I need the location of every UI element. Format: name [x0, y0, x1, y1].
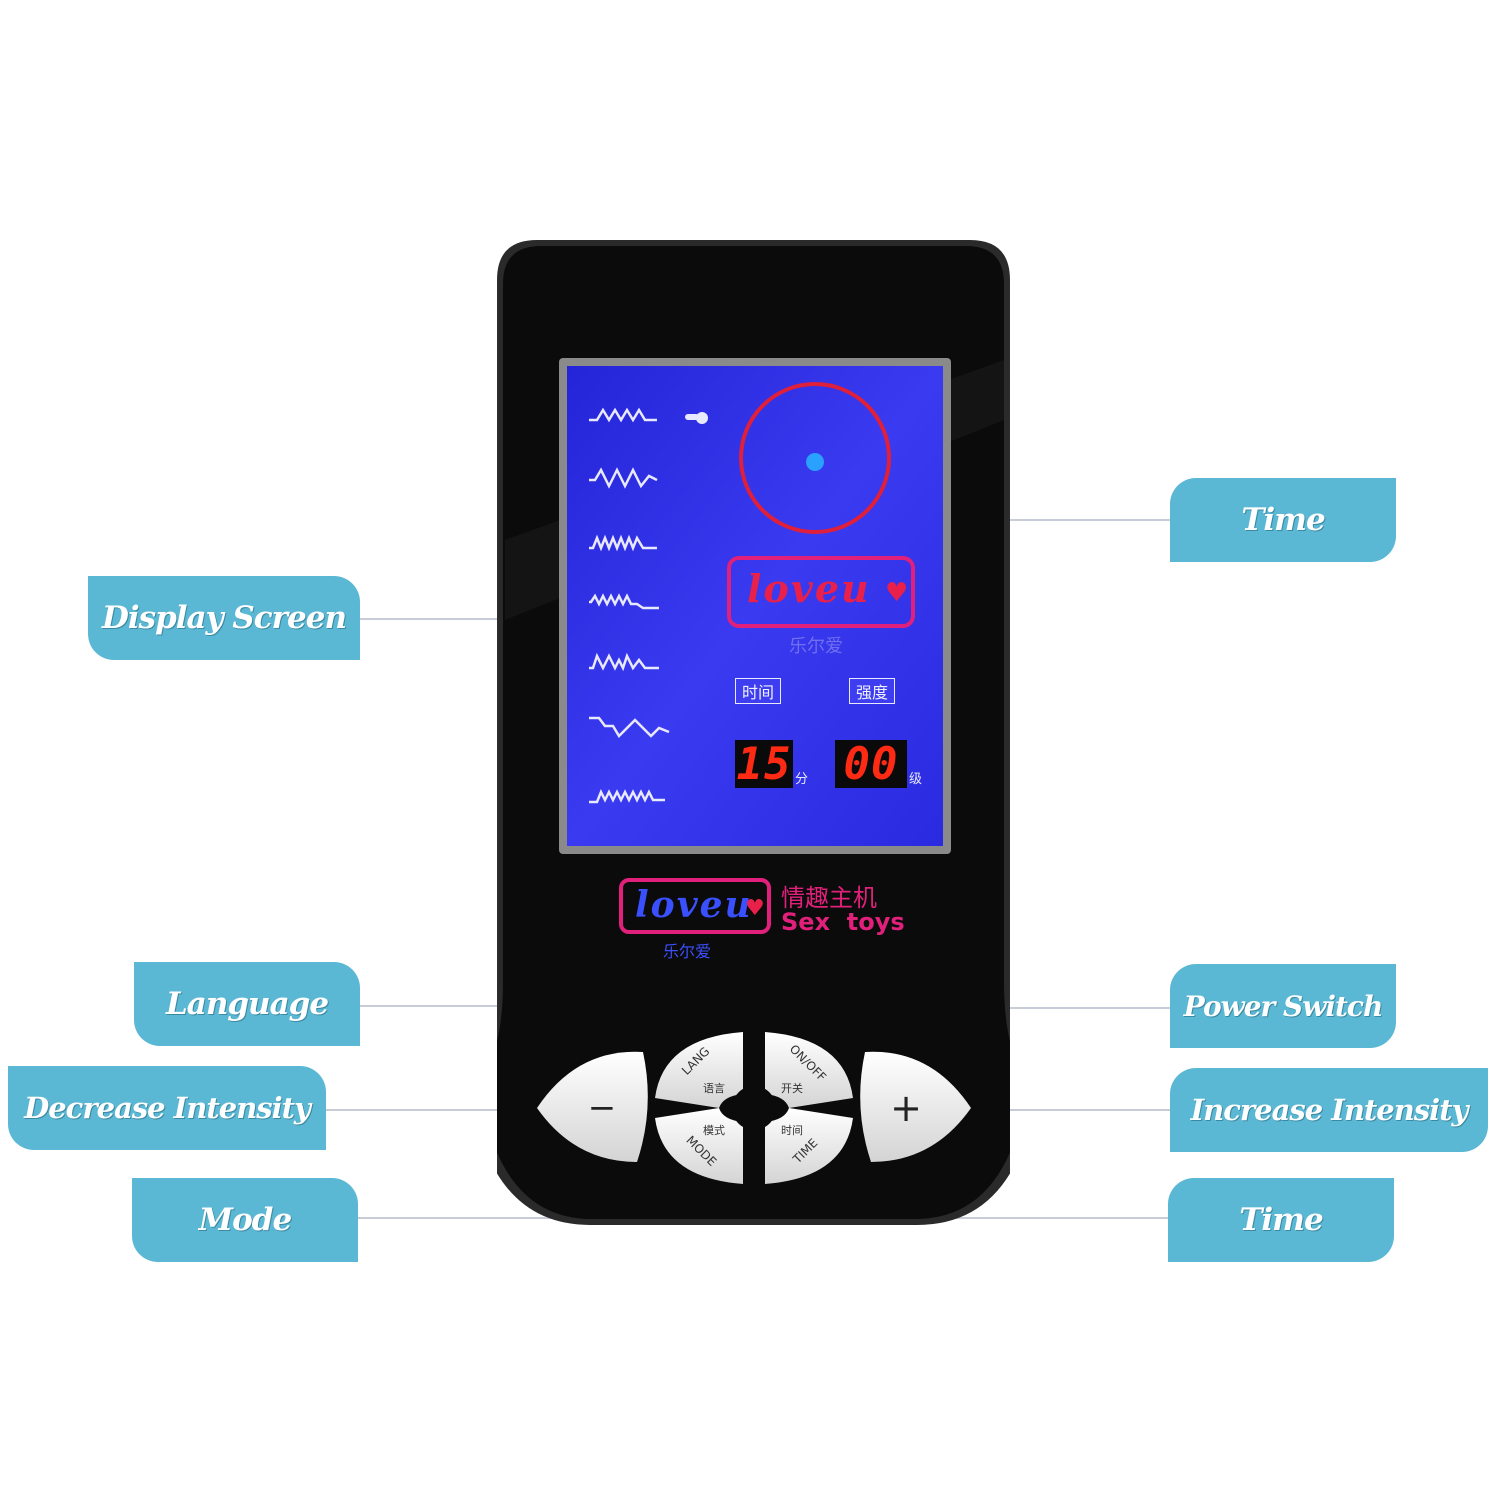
- screen-logo-sub: 乐尔爱: [789, 636, 843, 657]
- screen-logo: loveu: [747, 566, 871, 611]
- time-label-top: Time: [1170, 478, 1396, 562]
- decrease-intensity-label: Decrease Intensity: [8, 1066, 326, 1150]
- screen-heart-icon: ♥: [885, 578, 909, 608]
- mode-label: Mode: [132, 1178, 358, 1262]
- plus-icon: +: [890, 1086, 922, 1130]
- intensity-unit: 级: [909, 772, 923, 787]
- time-cn-label: 时间: [781, 1124, 803, 1137]
- brand-logo-box: [619, 878, 771, 934]
- power-switch-label: Power Switch: [1170, 964, 1396, 1048]
- onoff-cn-label: 开关: [781, 1082, 803, 1095]
- brand-cn-name: 情趣主机: [781, 884, 877, 912]
- mode-button[interactable]: 模式 MODE: [673, 1116, 739, 1180]
- mode-label: MODE: [683, 1133, 720, 1169]
- brand-en-name: Sex toys: [781, 908, 905, 936]
- time-tag: 时间: [735, 678, 781, 704]
- lang-cn-label: 语言: [703, 1082, 725, 1095]
- intensity-display: 00: [835, 739, 907, 790]
- increase-intensity-button[interactable]: +: [871, 1070, 941, 1146]
- control-unit: loveu ♥ 乐尔爱 时间 强度 15 分 00 级 loveu ♥ 乐尔爱 …: [497, 240, 1010, 1225]
- time-button[interactable]: 时间 TIME: [769, 1116, 839, 1180]
- increase-intensity-label: Increase Intensity: [1170, 1068, 1488, 1152]
- power-switch-button[interactable]: ON/OFF 开关: [769, 1040, 839, 1102]
- mode-cn-label: 模式: [703, 1124, 725, 1137]
- time-label-bottom: Time: [1168, 1178, 1394, 1262]
- lang-label: LANG: [678, 1044, 713, 1078]
- brand-logo: loveu: [635, 884, 753, 926]
- time-display: 15: [735, 738, 793, 790]
- display-screen-label: Display Screen: [88, 576, 360, 660]
- minus-icon: −: [587, 1088, 617, 1128]
- time-label: TIME: [790, 1135, 821, 1167]
- time-unit: 分: [795, 772, 809, 787]
- brand-heart-icon: ♥: [745, 896, 765, 921]
- decrease-intensity-button[interactable]: −: [567, 1070, 637, 1146]
- brand-logo-sub: 乐尔爱: [663, 942, 712, 961]
- language-button[interactable]: LANG 语言: [673, 1040, 739, 1102]
- intensity-tag: 强度: [849, 678, 895, 704]
- language-label: Language: [134, 962, 360, 1046]
- onoff-label: ON/OFF: [786, 1041, 829, 1085]
